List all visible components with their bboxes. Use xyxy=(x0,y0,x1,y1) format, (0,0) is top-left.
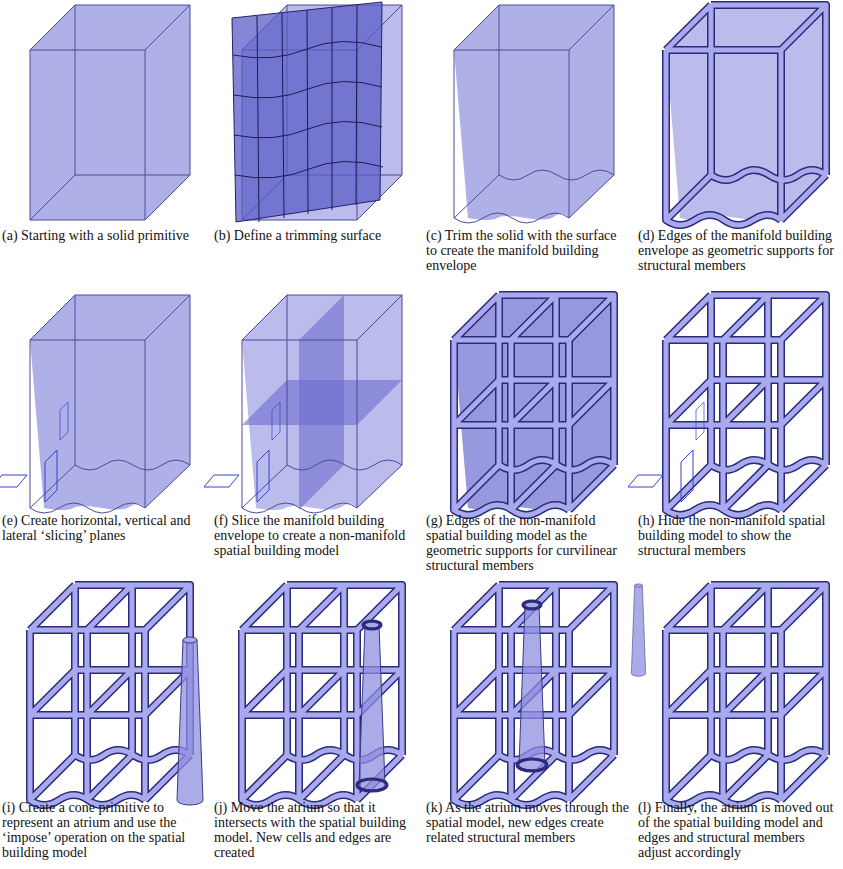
panel-caption: (g) Edges of the non-manifold spatial bu… xyxy=(426,513,629,573)
panel-caption: (b) Define a trimming surface xyxy=(214,228,417,243)
panel-caption: (l) Finally, the atrium is moved out of … xyxy=(638,800,841,860)
panel-caption: (i) Create a cone primitive to represent… xyxy=(2,800,205,860)
panel-caption: (a) Starting with a solid primitive xyxy=(2,228,205,243)
panel-caption: (h) Hide the non-manifold spatial buildi… xyxy=(638,513,841,558)
panel-caption: (f) Slice the manifold building envelope… xyxy=(214,513,417,558)
panel-caption: (c) Trim the solid with the surface to c… xyxy=(426,228,629,273)
panel-caption: (k) As the atrium moves through the spat… xyxy=(426,800,629,845)
panel-caption: (e) Create horizontal, vertical and late… xyxy=(2,513,205,543)
panel-caption: (d) Edges of the manifold building envel… xyxy=(638,228,841,273)
panel-caption: (j) Move the atrium so that it intersect… xyxy=(214,800,417,860)
